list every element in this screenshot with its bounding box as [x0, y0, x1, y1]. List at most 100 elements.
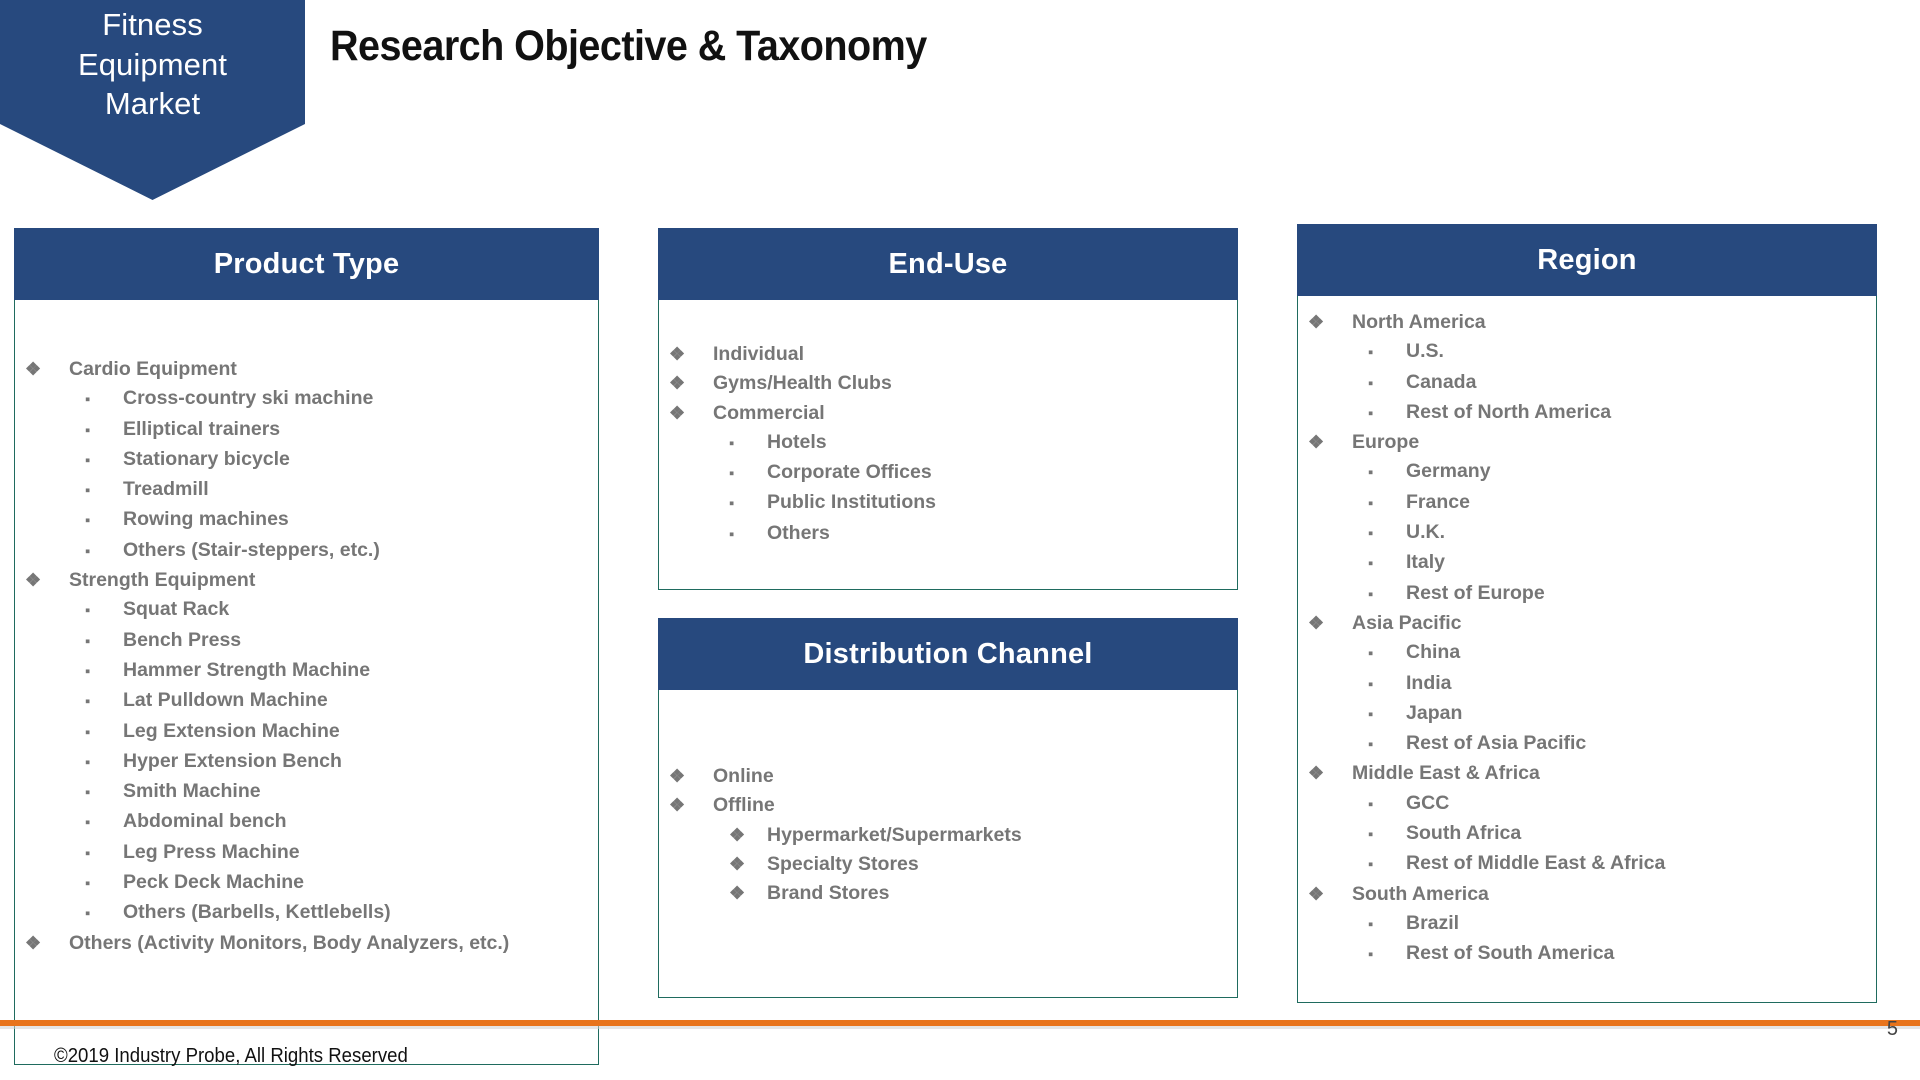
list-item: ▪ U.S. — [1298, 337, 1876, 367]
list-item-label: Abdominal bench — [123, 810, 287, 833]
square-bullet-icon: ▪ — [85, 451, 91, 469]
list-item: ▪Public Institutions — [659, 488, 1237, 518]
square-bullet-icon: ▪ — [1368, 344, 1374, 362]
square-bullet-icon: ▪ — [1368, 705, 1374, 723]
list-item: ▪ Hammer Strength Machine — [15, 656, 598, 686]
list-item-label: China — [1406, 641, 1461, 664]
square-bullet-icon: ▪ — [1368, 464, 1374, 482]
list-item: ▪ Rest of South America — [1298, 939, 1876, 969]
list-item: ▪Bench Press — [15, 626, 598, 656]
list-item-label: South Africa — [1406, 822, 1522, 845]
list-item-label: Hammer Strength Machine — [123, 658, 371, 681]
square-bullet-icon: ▪ — [729, 434, 735, 452]
list-item: ▪Hyper Extension Bench — [15, 747, 598, 777]
list-item-label: Specialty Stores — [767, 852, 919, 875]
list-item-label: France — [1406, 490, 1470, 513]
panel-distribution-channel-body: ❖Online❖Offline❖Hypermarket/Supermarkets… — [658, 690, 1238, 998]
list-item: ❖ Specialty Stores — [659, 850, 1237, 879]
list-item-label: Hotels — [767, 430, 827, 453]
diamond-bullet-icon: ❖ — [669, 373, 686, 394]
list-item-label: Rest of South America — [1406, 942, 1615, 965]
list-item-label: Italy — [1406, 551, 1446, 574]
list-item-label: Rest of North America — [1406, 400, 1612, 423]
list-item-label: Rest of Asia Pacific — [1406, 732, 1587, 755]
panel-end-use-header: End-Use — [658, 228, 1238, 300]
panel-end-use-body: ❖Individual❖Gyms/Health Clubs❖Commercial… — [658, 300, 1238, 590]
panel-product-type-header: Product Type — [14, 228, 599, 300]
market-banner-label: Fitness Equipment Market — [77, 7, 228, 122]
list-item-label: South America — [1352, 882, 1489, 905]
list-item: ❖Gyms/Health Clubs — [659, 369, 1237, 398]
square-bullet-icon: ▪ — [1368, 826, 1374, 844]
square-bullet-icon: ▪ — [85, 391, 91, 409]
list-item-label: Offline — [713, 794, 775, 817]
list-item-label: Hyper Extension Bench — [123, 749, 342, 772]
region-list: ❖ North America ▪ U.S. ▪Canada ▪ Rest of North… — [1298, 308, 1876, 970]
distribution-channel-list: ❖Online❖Offline❖Hypermarket/Supermarkets… — [659, 762, 1237, 908]
list-item-label: Corporate Offices — [767, 461, 932, 484]
list-item: ▪Elliptical trainers — [15, 415, 598, 445]
list-item-label: Rowing machines — [123, 508, 289, 531]
list-item: ▪ South Africa — [1298, 819, 1876, 849]
list-item: ❖Strength Equipment — [15, 566, 598, 595]
square-bullet-icon: ▪ — [85, 632, 91, 650]
diamond-bullet-icon: ❖ — [1308, 432, 1325, 453]
list-item: ▪China — [1298, 638, 1876, 668]
diamond-bullet-icon: ❖ — [729, 853, 746, 874]
square-bullet-icon: ▪ — [1368, 946, 1374, 964]
list-item: ▪Stationary bicycle — [15, 445, 598, 475]
list-item-label: Leg Press Machine — [123, 840, 300, 863]
diamond-bullet-icon: ❖ — [1308, 763, 1325, 784]
diamond-bullet-icon: ❖ — [669, 766, 686, 786]
diamond-bullet-icon: ❖ — [729, 824, 746, 845]
list-item-label: Treadmill — [123, 478, 209, 501]
list-item-label: GCC — [1406, 791, 1450, 814]
panel-distribution-channel-header: Distribution Channel — [658, 618, 1238, 690]
square-bullet-icon: ▪ — [85, 421, 91, 439]
list-item-label: Commercial — [713, 401, 825, 424]
square-bullet-icon: ▪ — [85, 662, 91, 680]
panel-product-type-body: ❖Cardio Equipment▪Cross-country ski mach… — [14, 300, 599, 1065]
list-item: ▪Smith Machine — [15, 777, 598, 807]
square-bullet-icon: ▪ — [1368, 494, 1374, 512]
list-item-label: U.S. — [1406, 340, 1444, 363]
copyright-text: ©2019 Industry Probe, All Rights Reserve… — [54, 1045, 408, 1067]
square-bullet-icon: ▪ — [85, 844, 91, 862]
list-item: ❖Asia Pacific — [1298, 609, 1876, 638]
list-item-label: Peck Deck Machine — [123, 871, 305, 894]
list-item: ▪Canada — [1298, 368, 1876, 398]
diamond-bullet-icon: ❖ — [25, 932, 42, 953]
diamond-bullet-icon: ❖ — [25, 570, 42, 591]
square-bullet-icon: ▪ — [85, 875, 91, 893]
list-item: ▪U.K. — [1298, 518, 1876, 548]
list-item-label: Germany — [1406, 460, 1491, 483]
diamond-bullet-icon: ❖ — [669, 344, 686, 364]
list-item: ▪Brazil — [1298, 909, 1876, 939]
list-item-label: Public Institutions — [767, 491, 936, 514]
panel-end-use: End-Use ❖Individual❖Gyms/Health Clubs❖Co… — [658, 228, 1238, 590]
diamond-bullet-icon: ❖ — [669, 402, 686, 423]
list-item-label: Others (Activity Monitors, Body Analyzer… — [69, 931, 510, 954]
list-item-label: North America — [1352, 311, 1486, 333]
list-item-label: U.K. — [1406, 521, 1445, 544]
square-bullet-icon: ▪ — [1368, 795, 1374, 813]
square-bullet-icon: ▪ — [729, 525, 735, 543]
list-item: ▪Leg Extension Machine — [15, 717, 598, 747]
list-item-label: Online — [713, 765, 774, 787]
list-item: ▪ Germany — [1298, 457, 1876, 487]
square-bullet-icon: ▪ — [85, 814, 91, 832]
market-banner: Fitness Equipment Market — [0, 0, 305, 200]
list-item: ❖Offline — [659, 791, 1237, 820]
list-item-label: Europe — [1352, 431, 1420, 454]
square-bullet-icon: ▪ — [85, 512, 91, 530]
list-item: ▪Italy — [1298, 548, 1876, 578]
square-bullet-icon: ▪ — [85, 602, 91, 620]
square-bullet-icon: ▪ — [1368, 404, 1374, 422]
list-item: ▪ Hotels — [659, 428, 1237, 458]
list-item: ▪ Leg Press Machine — [15, 838, 598, 868]
list-item-label: Squat Rack — [123, 598, 230, 621]
product-type-list: ❖Cardio Equipment▪Cross-country ski mach… — [15, 355, 598, 958]
panel-region-body: ❖ North America ▪ U.S. ▪Canada ▪ Rest of North… — [1297, 296, 1877, 1003]
square-bullet-icon: ▪ — [85, 693, 91, 711]
list-item-label: Others — [767, 521, 830, 544]
